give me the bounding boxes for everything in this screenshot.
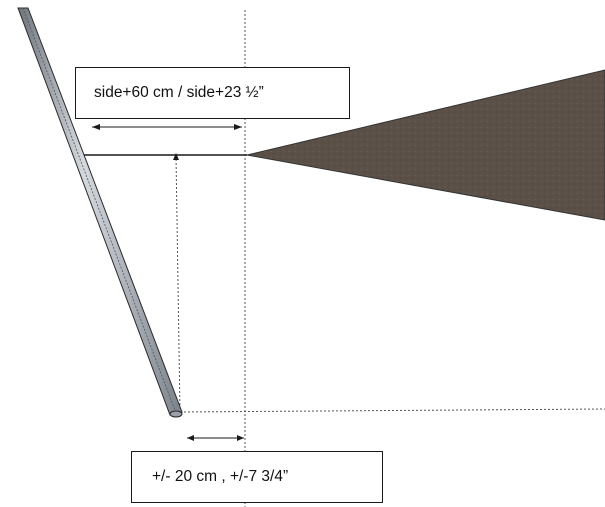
upper-arrow-right-head <box>234 124 242 130</box>
ground-guide-line <box>179 408 605 413</box>
upper-arrow-left-head <box>92 124 100 130</box>
lower-dimension-label: +/- 20 cm , +/-7 3/4” <box>131 451 383 503</box>
upper-dimension-label: side+60 cm / side+23 ½” <box>75 67 350 119</box>
pole-highlight <box>22 7 177 414</box>
lower-dimension-text: +/- 20 cm , +/-7 3/4” <box>152 468 289 485</box>
shade-sail <box>246 69 605 221</box>
pole-base <box>169 410 183 418</box>
lower-arrow-left-head <box>187 435 194 441</box>
lower-arrow-right-head <box>237 435 244 441</box>
projection-arrow-head <box>173 153 179 160</box>
upper-dimension-text: side+60 cm / side+23 ½” <box>94 84 264 101</box>
projection-guide-line <box>175 154 181 413</box>
